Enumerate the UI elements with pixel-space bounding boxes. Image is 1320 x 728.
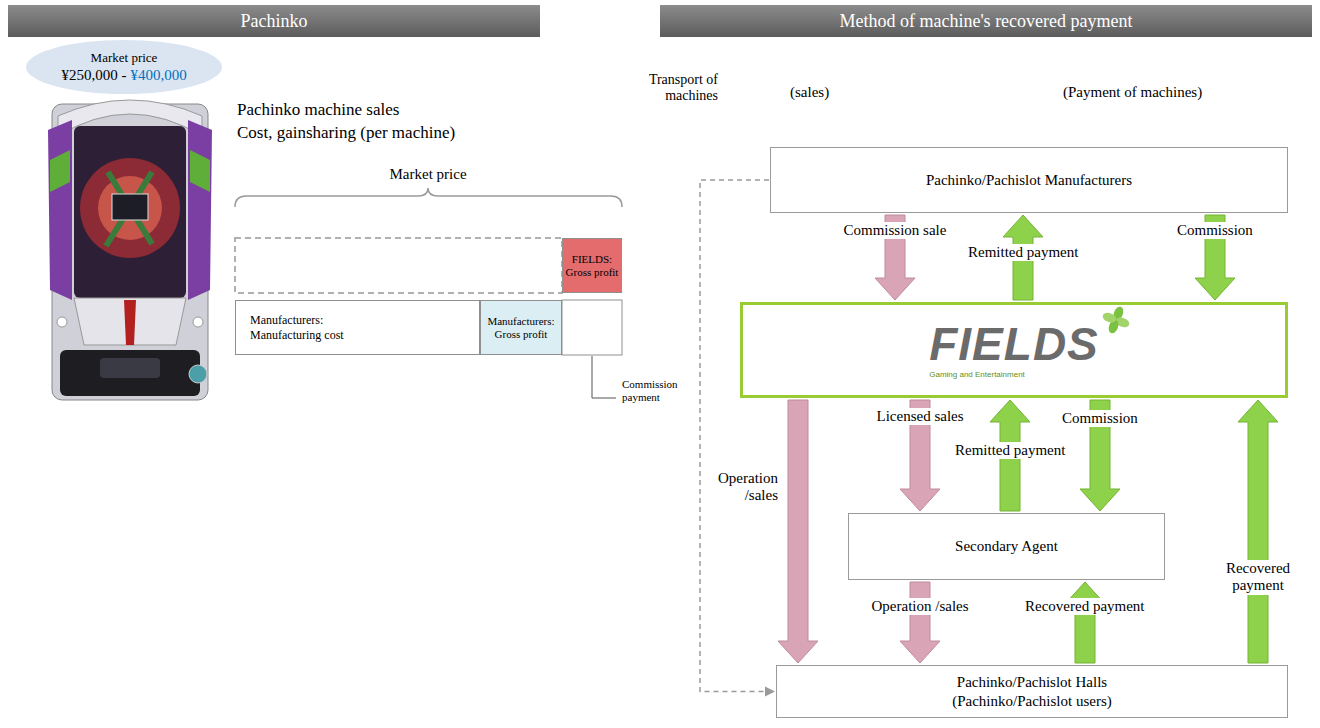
text-group: Secondary Agent (955, 537, 1058, 556)
machine-light (193, 317, 203, 327)
machine-accent (50, 150, 70, 192)
logo-wrap: FIELDS (929, 321, 1099, 367)
text-group: Manufacturers: Manufacturing cost (250, 313, 380, 342)
logo-flower (1101, 305, 1131, 335)
edge-label: Transport of machines (630, 72, 720, 104)
text-label: Pachinko machine sales (237, 100, 399, 120)
text-group: Method of machine's recovered payment (839, 11, 1132, 32)
machine-light (57, 317, 67, 327)
edge-label: Remitted payment (953, 442, 1067, 459)
machine-accent (190, 150, 210, 192)
machine-knob (189, 365, 207, 383)
text-label: Cost, gainsharing (per machine) (237, 123, 455, 143)
edge-label: Commission (1175, 222, 1255, 239)
text-label: (sales) (790, 84, 829, 101)
node-text: ¥250,000 - (61, 66, 126, 84)
node-text: Pachinko/Pachislot Halls (957, 673, 1107, 692)
process-box: Pachinko/Pachislot Halls(Pachinko/Pachis… (776, 665, 1288, 718)
machine-panel (74, 298, 186, 345)
edge-label: Recovered payment (1023, 598, 1147, 615)
commission-bar (562, 300, 622, 355)
process-box: Secondary Agent (848, 513, 1165, 580)
text-group: Market price¥250,000 -¥400,000 (61, 50, 186, 84)
text-label: (Payment of machines) (1063, 84, 1202, 101)
node-text: Gaming and Entertainment (929, 370, 1025, 379)
logo-petal (1101, 311, 1117, 324)
text-label: Market price (390, 166, 467, 183)
block-arrow (1065, 582, 1105, 663)
header-band: Method of machine's recovered payment (660, 5, 1312, 37)
text-group: FIELDS Gaming and Entertainment (929, 321, 1099, 379)
edge-label: Commission (1060, 410, 1140, 427)
machine-side (48, 120, 72, 300)
logo-box: FIELDS Gaming and Entertainment (740, 302, 1288, 398)
machine-reel (80, 158, 180, 258)
machine-playfield (74, 126, 186, 298)
text-group: Manufacturers: Gross profit (483, 315, 559, 340)
machine-reel (98, 176, 162, 240)
text-group: FIELDS: Gross profit (565, 253, 619, 278)
machine-tray (60, 350, 200, 396)
node-text: ¥400,000 (130, 66, 186, 84)
cost-bar: Manufacturers: Manufacturing cost (235, 300, 480, 355)
text-group: Pachinko/Pachislot Halls(Pachinko/Pachis… (952, 673, 1112, 711)
node-text: Secondary Agent (955, 537, 1058, 556)
leader-line (592, 356, 616, 398)
edge-label: Licensed sales (875, 408, 966, 425)
block-arrow (1238, 400, 1278, 663)
machine-tray (100, 358, 160, 378)
machine-body (52, 104, 208, 400)
text-row: ¥250,000 -¥400,000 (61, 66, 186, 84)
bracket (235, 188, 622, 207)
profit-bar: Manufacturers: Gross profit (480, 300, 562, 355)
node-text: FIELDS: Gross profit (565, 253, 619, 278)
node-text: (Pachinko/Pachislot users) (952, 692, 1112, 711)
node-text: Method of machine's recovered payment (839, 11, 1132, 32)
node-text: Manufacturers: Manufacturing cost (250, 313, 380, 342)
profit-bar: FIELDS: Gross profit (562, 238, 622, 293)
machine-side (188, 120, 212, 300)
machine-figure (106, 172, 152, 246)
node-text: Pachinko (241, 11, 308, 32)
dashed-connector (700, 180, 775, 697)
text-label: Commission payment (622, 378, 702, 403)
block-arrow (900, 582, 940, 663)
machine-panel (124, 300, 136, 345)
pachinko-machine-illustration (48, 100, 212, 400)
edge-label: Operation /sales (870, 598, 971, 615)
edge-label: Operation /sales (706, 470, 780, 505)
machine-screen (112, 194, 148, 220)
edge-label: Remitted payment (966, 244, 1080, 261)
text-group: Pachinko/Pachislot Manufacturers (926, 171, 1132, 190)
node-text: Market price (91, 50, 158, 66)
text-group: Pachinko (241, 11, 308, 32)
node-text: Pachinko/Pachislot Manufacturers (926, 171, 1132, 190)
header-band: Pachinko (8, 5, 540, 37)
node-text: Manufacturers: Gross profit (483, 315, 559, 340)
dashed-line (700, 180, 769, 692)
edge-label: Commission sale (842, 222, 949, 239)
process-box: Pachinko/Pachislot Manufacturers (770, 147, 1288, 213)
arrow-head (765, 687, 775, 697)
price-ellipse: Market price¥250,000 -¥400,000 (26, 40, 222, 94)
dashed-bar (235, 238, 562, 293)
node-text: FIELDS (929, 321, 1099, 367)
block-arrow (778, 400, 818, 663)
edge-label: Recovered payment (1216, 560, 1300, 595)
